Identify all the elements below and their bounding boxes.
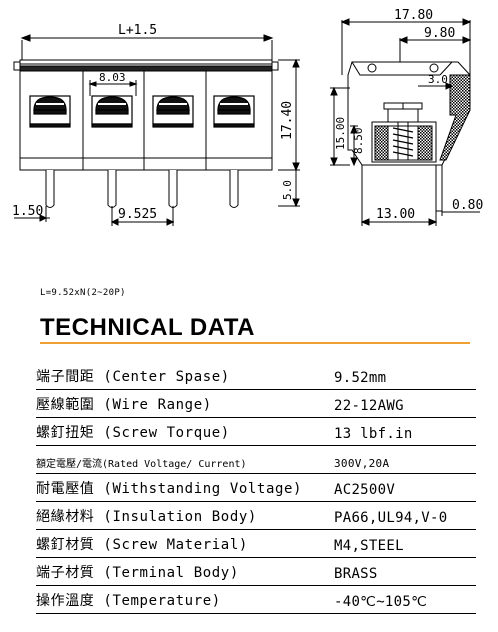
- spec-value: 9.52mm: [334, 370, 387, 386]
- spec-label: 絕緣材料 (Insulation Body): [36, 509, 257, 525]
- spec-value: M4,STEEL: [334, 538, 404, 554]
- spec-value: -40℃~105℃: [334, 594, 428, 610]
- title-underline: [40, 342, 470, 344]
- spec-row-temperature: 操作溫度 (Temperature) -40℃~105℃: [36, 586, 476, 614]
- dim-pitch: 9.525: [118, 207, 157, 222]
- screw-terminal-3: [152, 95, 194, 128]
- spec-row-screw-material: 螺釘材質 (Screw Material) M4,STEEL: [36, 530, 476, 558]
- spec-label: 壓線範圍 (Wire Range): [36, 397, 212, 413]
- dim-depth: 17.80: [394, 8, 433, 23]
- spec-row-withstanding-voltage: 耐電壓值 (Withstanding Voltage) AC2500V: [36, 474, 476, 502]
- screw-terminal-1: [29, 95, 71, 128]
- dim-inner-height: 8.50: [352, 128, 365, 155]
- spec-row-terminal-body: 端子材質 (Terminal Body) BRASS: [36, 558, 476, 586]
- spec-label: 額定電壓/電流(Rated Voltage/ Current): [36, 459, 247, 470]
- spec-value: BRASS: [334, 566, 378, 582]
- dim-pin-length: 5.0: [281, 180, 294, 200]
- screw-terminals: [29, 95, 255, 128]
- spec-label: 耐電壓值 (Withstanding Voltage): [36, 481, 303, 497]
- technical-drawing: L+1.5 8.03 17.40 5.0 1.50 9.525: [12, 8, 483, 226]
- dim-base-width: 13.00: [376, 207, 415, 222]
- pins: [45, 170, 239, 208]
- spec-label: 操作溫度 (Temperature): [36, 593, 221, 609]
- spec-table: 端子間距 (Center Spase) 9.52mm 壓線範圍 (Wire Ra…: [36, 362, 476, 614]
- spec-row-screw-torque: 螺釘扭矩 (Screw Torque) 13 lbf.in: [36, 418, 476, 446]
- spec-value: AC2500V: [334, 482, 396, 498]
- dim-step: 3.0: [428, 73, 448, 86]
- dim-side-height: 15.00: [334, 117, 347, 150]
- spec-value: PA66,UL94,V-0: [334, 510, 448, 526]
- spec-label: 端子材質 (Terminal Body): [36, 565, 239, 581]
- spec-row-insulation-body: 絕緣材料 (Insulation Body) PA66,UL94,V-0: [36, 502, 476, 530]
- spec-row-center-space: 端子間距 (Center Spase) 9.52mm: [36, 362, 476, 390]
- screw-terminal-4: [213, 95, 255, 128]
- dim-overall-length: L+1.5: [118, 23, 157, 38]
- spec-label: 螺釘材質 (Screw Material): [36, 537, 248, 553]
- dim-pin-offset: 1.50: [12, 204, 43, 219]
- dim-height: 17.40: [280, 101, 295, 140]
- length-formula: L=9.52xN(2~20P): [40, 288, 126, 298]
- dim-pin-thickness: 0.80: [452, 198, 483, 213]
- spec-label: 端子間距 (Center Spase): [36, 369, 230, 385]
- spec-row-wire-range: 壓線範圍 (Wire Range) 22-12AWG: [36, 390, 476, 418]
- section-title: TECHNICAL DATA: [40, 314, 255, 341]
- screw-terminal-2: [91, 95, 133, 128]
- spec-value: 13 lbf.in: [334, 426, 413, 442]
- spec-value: 300V,20A: [334, 457, 390, 470]
- side-view: [330, 18, 480, 226]
- dim-top-depth: 9.80: [424, 26, 455, 41]
- spec-label: 螺釘扭矩 (Screw Torque): [36, 425, 230, 441]
- spec-row-rated-voltage-current: 額定電壓/電流(Rated Voltage/ Current) 300V,20A: [36, 446, 476, 474]
- dim-pitch-inner: 8.03: [99, 71, 126, 84]
- spec-value: 22-12AWG: [334, 398, 404, 414]
